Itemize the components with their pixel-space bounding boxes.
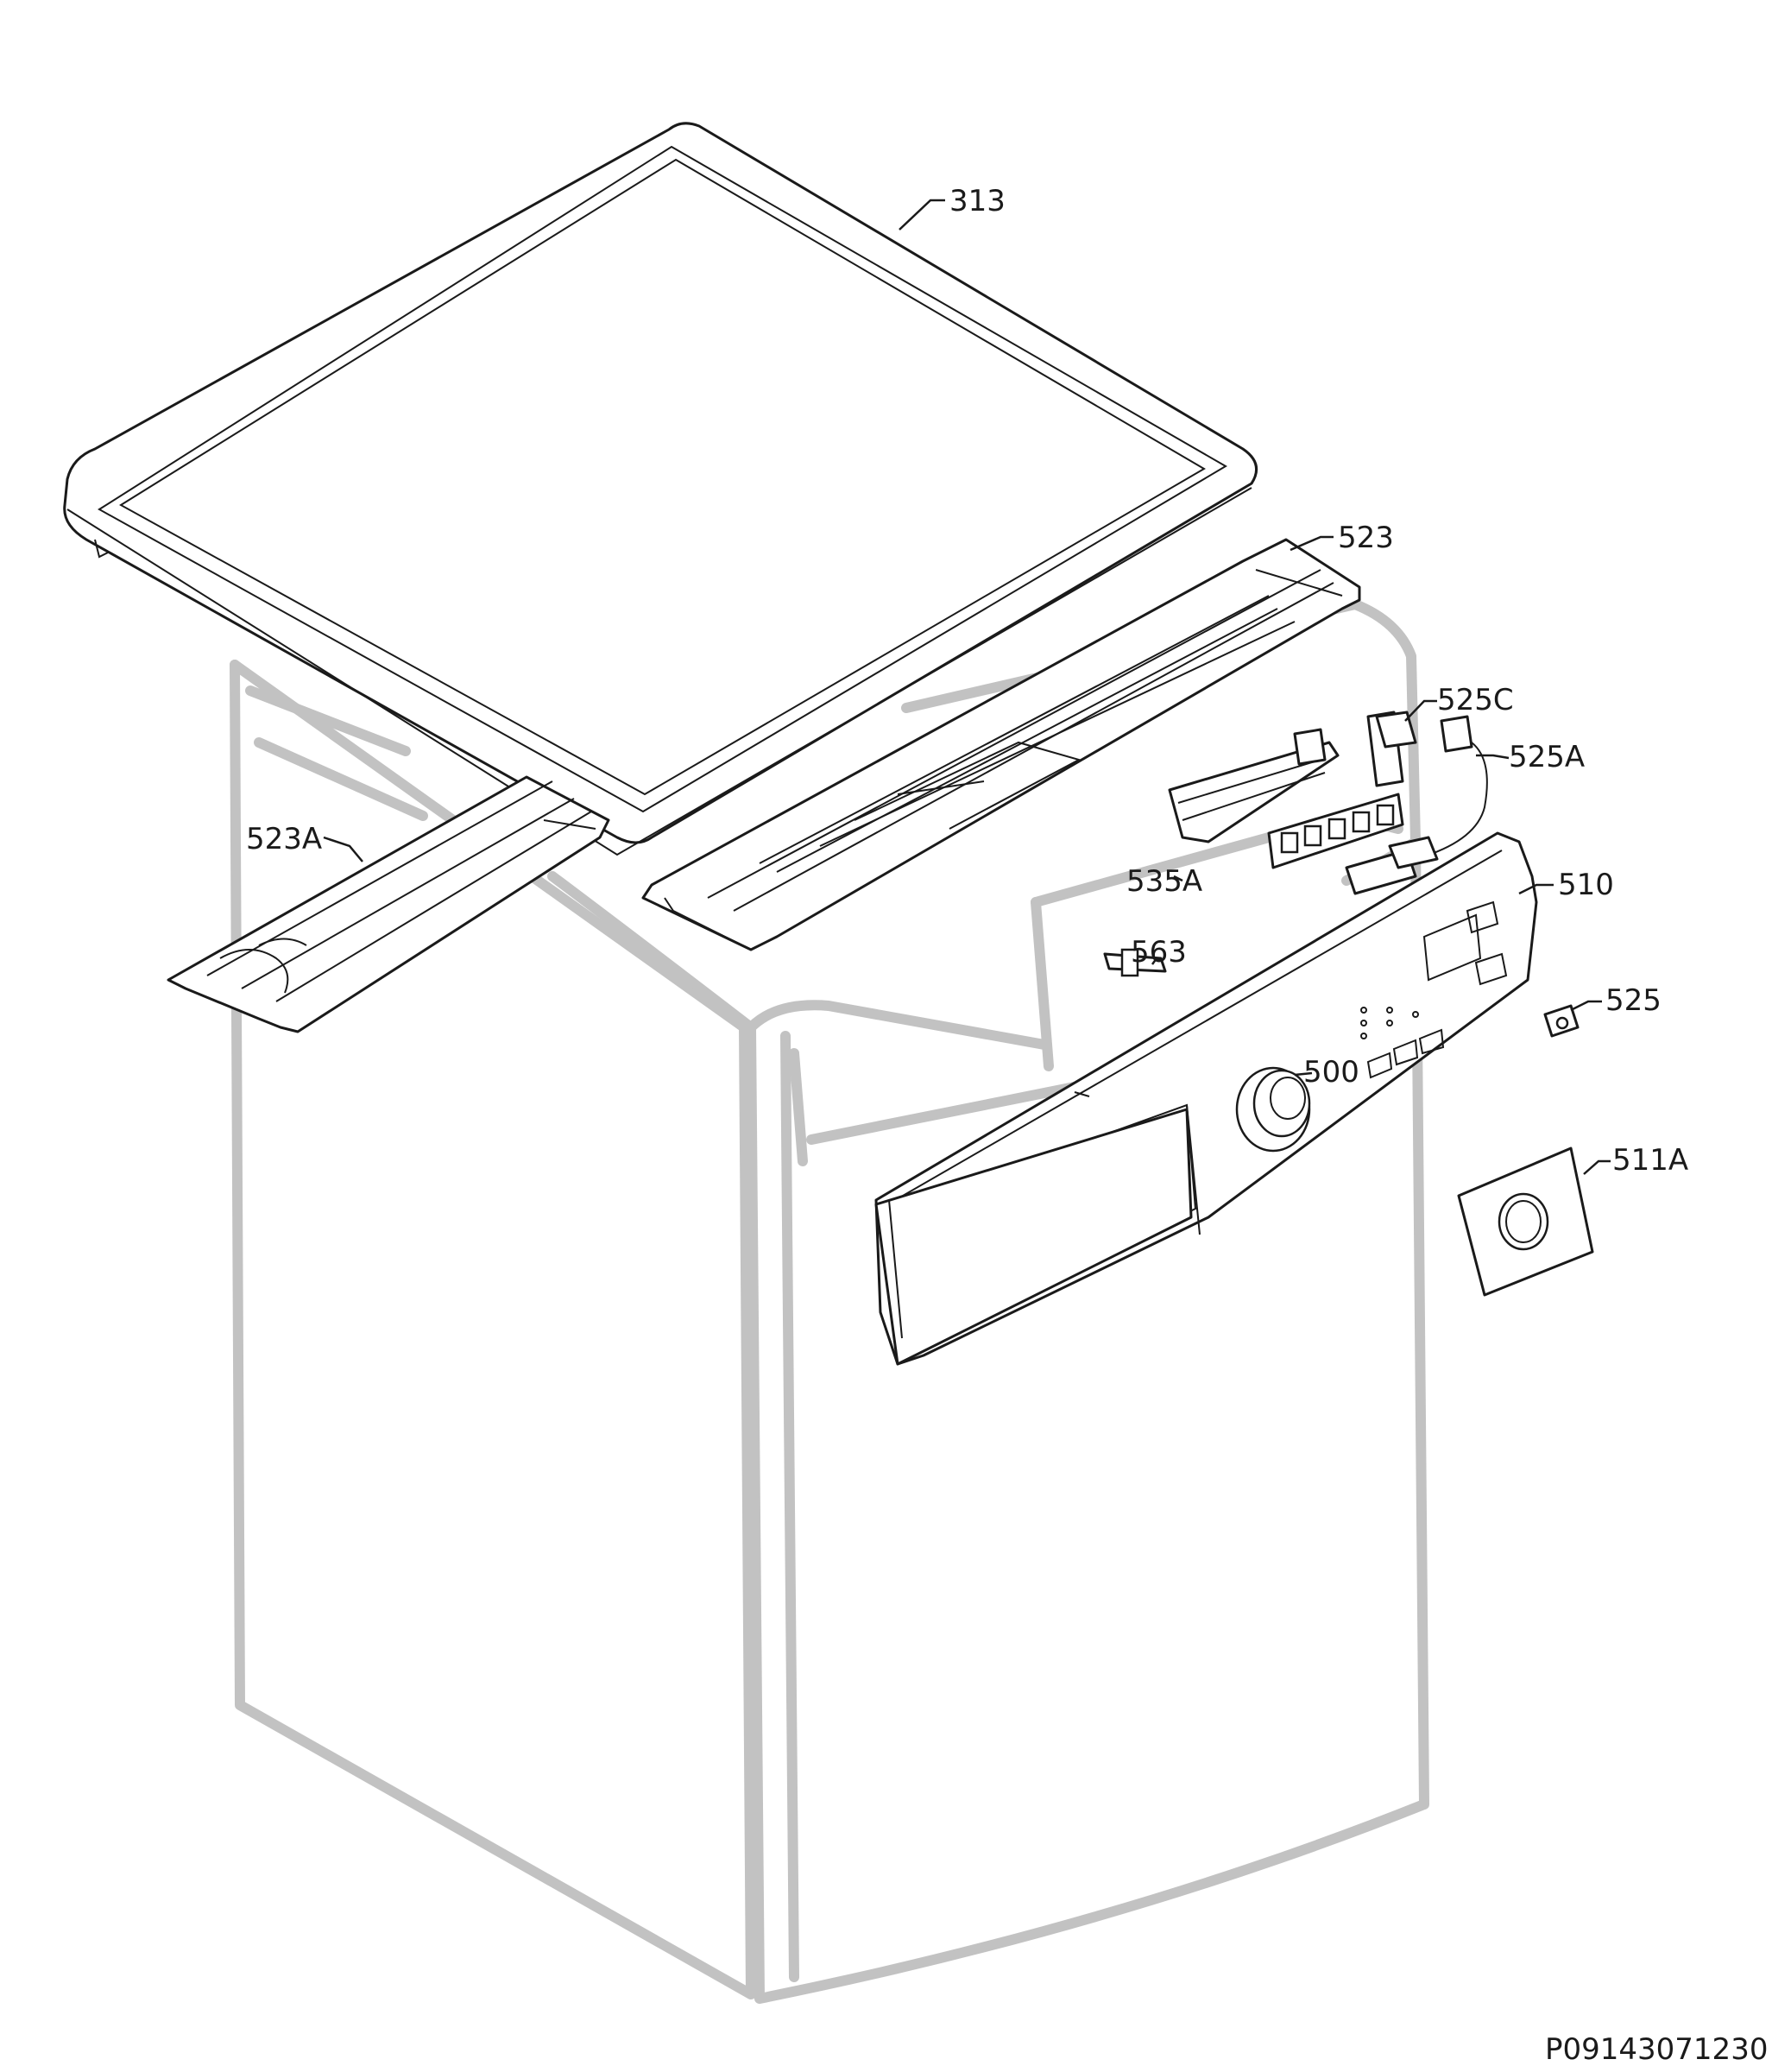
callout-510: 510 xyxy=(1558,868,1614,902)
callout-525a: 525A xyxy=(1509,740,1585,774)
side-rail-part xyxy=(167,775,610,1033)
sensor-525a-part xyxy=(1345,715,1488,895)
button-525-part xyxy=(1543,1004,1580,1038)
top-lid-part xyxy=(63,122,1258,856)
callout-525c: 525C xyxy=(1437,683,1514,717)
wiring-bracket-part xyxy=(1168,728,1340,843)
callout-525: 525 xyxy=(1605,983,1662,1018)
program-knob-part xyxy=(1235,1066,1311,1153)
detergent-drawer-part xyxy=(874,1091,1193,1366)
callout-500: 500 xyxy=(1303,1055,1359,1090)
callout-523a: 523A xyxy=(246,822,322,856)
callout-563: 563 xyxy=(1131,935,1187,970)
callout-535a: 535A xyxy=(1126,864,1202,899)
switch-563-part xyxy=(1103,948,1167,977)
callout-523: 523 xyxy=(1338,521,1394,555)
rear-rail-part xyxy=(641,538,1361,951)
leader-lines xyxy=(323,199,1611,1175)
callout-313: 313 xyxy=(949,184,1006,218)
escutcheon-511a-part xyxy=(1457,1147,1594,1297)
callout-labels: 313 523 525C 525A 523A 535A 510 563 525 … xyxy=(246,184,1688,1178)
callout-511a: 511A xyxy=(1612,1143,1688,1178)
drawing-reference: P09143071230 xyxy=(1545,2032,1768,2067)
